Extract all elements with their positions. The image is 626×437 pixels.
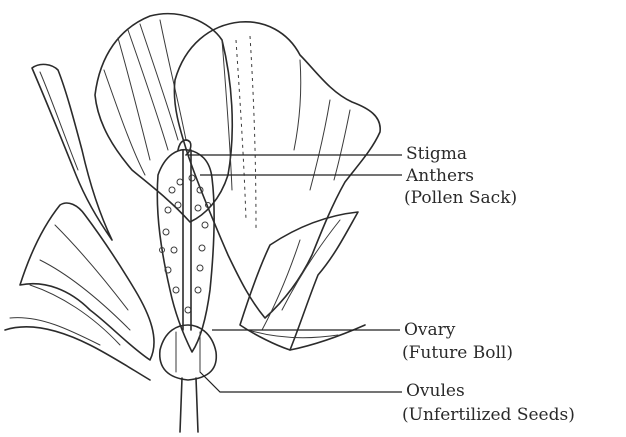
ovary <box>160 325 217 380</box>
right-bract <box>240 212 358 350</box>
left-narrow-petal <box>32 64 112 240</box>
stigma-label: Stigma <box>406 144 467 164</box>
ovules-leader <box>200 372 402 392</box>
ovary-label: Ovary <box>404 320 455 340</box>
right-big-petal <box>174 22 380 318</box>
ovules-sublabel: (Unfertilized Seeds) <box>402 405 575 425</box>
style <box>183 150 191 330</box>
ovules-label: Ovules <box>406 381 465 401</box>
anther-column <box>157 150 214 352</box>
left-back-petal <box>95 14 232 222</box>
ovary-sublabel: (Future Boll) <box>402 343 513 363</box>
anthers-label: Anthers <box>406 166 474 186</box>
anthers-sublabel: (Pollen Sack) <box>404 188 517 208</box>
left-bract <box>20 203 154 360</box>
stem <box>180 378 198 432</box>
